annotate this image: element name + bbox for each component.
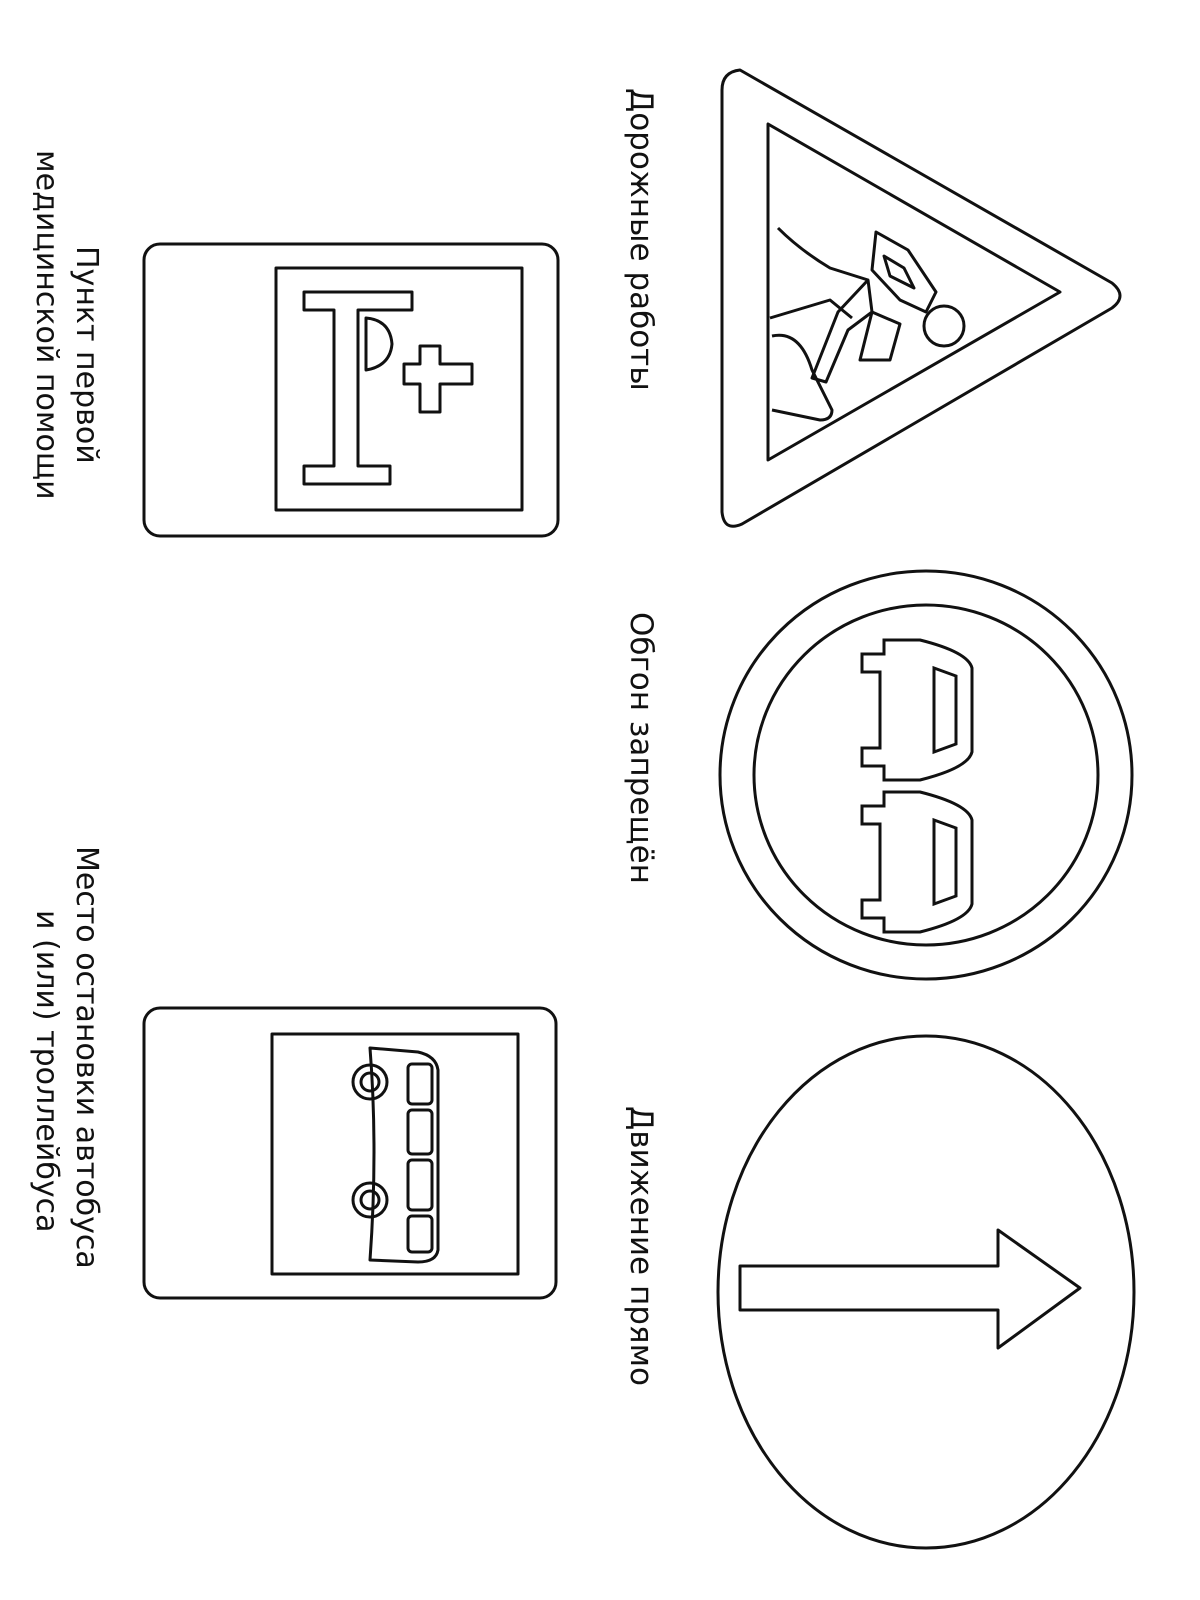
caption-line: Дорожные работы bbox=[623, 88, 659, 391]
caption-line: медицинской помощи bbox=[29, 150, 64, 500]
no-overtaking-caption: Обгон запрещён bbox=[622, 612, 660, 884]
bus-stop-caption: Место остановки автобуса и (или) троллей… bbox=[26, 846, 106, 1269]
caption-line: Обгон запрещён bbox=[623, 612, 659, 884]
go-straight-caption: Движение прямо bbox=[622, 1106, 660, 1386]
caption-line: Движение прямо bbox=[623, 1106, 659, 1386]
caption-line: Место остановки автобуса bbox=[69, 846, 104, 1269]
caption-line: Пункт первой bbox=[69, 246, 104, 464]
first-aid-caption: Пункт первой медицинской помощи bbox=[26, 150, 106, 500]
road-works-caption: Дорожные работы bbox=[622, 88, 660, 391]
caption-line: и (или) троллейбуса bbox=[29, 910, 64, 1233]
